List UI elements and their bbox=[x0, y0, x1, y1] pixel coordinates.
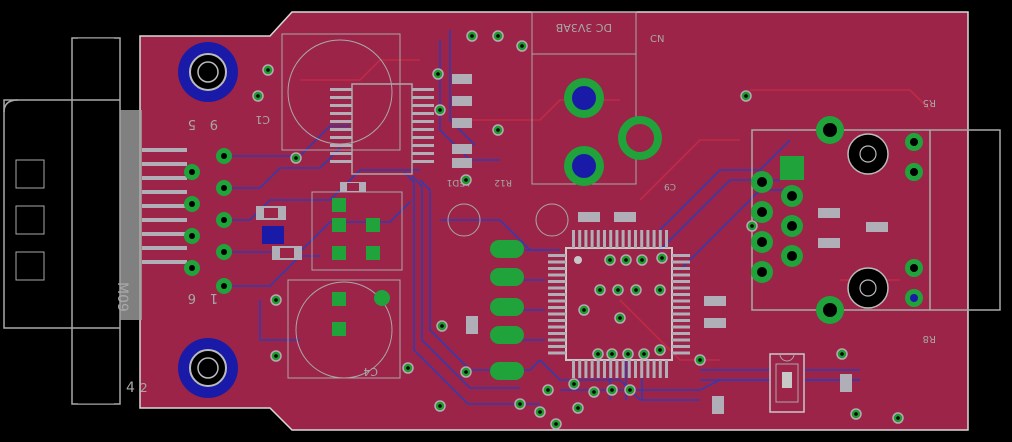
led-indicators: LED1 R12 bbox=[447, 177, 569, 237]
capacitor-c1: C1 bbox=[255, 33, 401, 151]
svg-text:C1: C1 bbox=[255, 113, 270, 126]
rj-connector: R5 R8 bbox=[751, 97, 1001, 344]
connector-labels: M09 5 9 6 1 4 2 C9 bbox=[114, 116, 676, 396]
via-field bbox=[252, 30, 904, 430]
db9-connector bbox=[3, 37, 187, 405]
svg-text:2: 2 bbox=[140, 381, 148, 395]
svg-text:4: 4 bbox=[126, 380, 135, 396]
led-pad-column bbox=[490, 240, 524, 380]
svg-text:C9: C9 bbox=[664, 181, 676, 191]
smd-passives bbox=[256, 74, 888, 414]
capacitor-c4: C4 bbox=[287, 279, 401, 379]
svg-text:R8: R8 bbox=[923, 333, 936, 344]
svg-text:DC 3V3AB: DC 3V3AB bbox=[556, 21, 612, 34]
svg-text:M09: M09 bbox=[114, 282, 130, 312]
mounting-hole-top bbox=[178, 42, 238, 102]
top-layer-traces bbox=[300, 59, 931, 361]
connector-pins bbox=[120, 110, 187, 320]
svg-text:CN: CN bbox=[650, 34, 664, 45]
power-jack: DC 3V3AB CN bbox=[531, 11, 664, 186]
svg-text:C4: C4 bbox=[363, 365, 378, 378]
transistor-package bbox=[311, 191, 403, 336]
svg-text:1: 1 bbox=[210, 290, 218, 305]
board-outline bbox=[139, 11, 969, 431]
svg-text:LED1: LED1 bbox=[447, 177, 470, 187]
svg-text:6: 6 bbox=[188, 290, 196, 305]
microcontroller-tqfp bbox=[548, 230, 690, 378]
mounting-hole-bottom bbox=[178, 338, 238, 398]
dip8-chip bbox=[769, 353, 805, 413]
svg-text:R12: R12 bbox=[494, 177, 512, 187]
svg-text:5: 5 bbox=[188, 116, 196, 131]
svg-text:R5: R5 bbox=[923, 97, 936, 108]
db9-pads bbox=[184, 148, 232, 294]
svg-text:9: 9 bbox=[210, 116, 218, 131]
ic-ssop bbox=[330, 83, 434, 175]
